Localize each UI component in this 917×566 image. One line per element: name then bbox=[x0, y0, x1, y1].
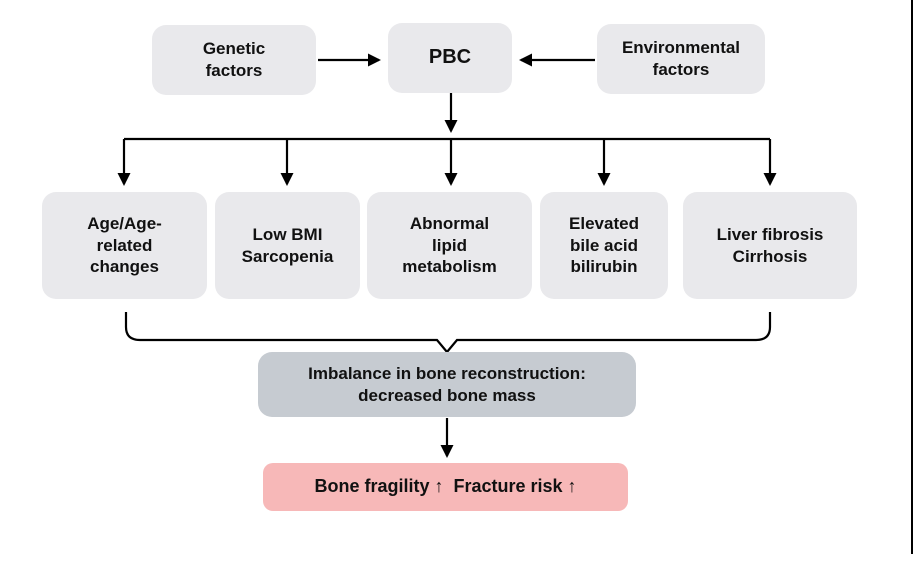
node-bone-fragility-fracture-risk: Bone fragility ↑ Fracture risk ↑ bbox=[263, 463, 628, 511]
node-abnormal-lipid-metabolism-label: Abnormal lipid metabolism bbox=[402, 213, 497, 277]
node-low-bmi-sarcopenia-label: Low BMI Sarcopenia bbox=[241, 224, 334, 266]
node-abnormal-lipid-metabolism: Abnormal lipid metabolism bbox=[367, 192, 532, 299]
node-genetic-factors: Genetic factors bbox=[152, 25, 316, 95]
node-bone-reconstruction-imbalance: Imbalance in bone reconstruction: decrea… bbox=[258, 352, 636, 417]
convergence-bracket bbox=[124, 312, 772, 354]
node-liver-fibrosis-cirrhosis: Liver fibrosis Cirrhosis bbox=[683, 192, 857, 299]
node-low-bmi-sarcopenia: Low BMI Sarcopenia bbox=[215, 192, 360, 299]
node-bone-reconstruction-imbalance-label: Imbalance in bone reconstruction: decrea… bbox=[308, 363, 586, 405]
node-pbc-label: PBC bbox=[428, 46, 472, 69]
node-elevated-bile-acid-bilirubin: Elevated bile acid bilirubin bbox=[540, 192, 668, 299]
node-pbc: PBC bbox=[388, 23, 512, 93]
node-liver-fibrosis-cirrhosis-label: Liver fibrosis Cirrhosis bbox=[716, 224, 824, 266]
page-right-border-line bbox=[911, 0, 913, 554]
node-environmental-factors: Environmental factors bbox=[597, 24, 765, 94]
node-elevated-bile-acid-bilirubin-label: Elevated bile acid bilirubin bbox=[569, 213, 639, 277]
node-genetic-factors-label: Genetic factors bbox=[202, 39, 266, 80]
node-age-related-changes: Age/Age- related changes bbox=[42, 192, 207, 299]
node-bone-fragility-fracture-risk-label: Bone fragility ↑ Fracture risk ↑ bbox=[314, 476, 577, 497]
node-environmental-factors-label: Environmental factors bbox=[621, 38, 741, 79]
node-age-related-changes-label: Age/Age- related changes bbox=[87, 213, 162, 277]
